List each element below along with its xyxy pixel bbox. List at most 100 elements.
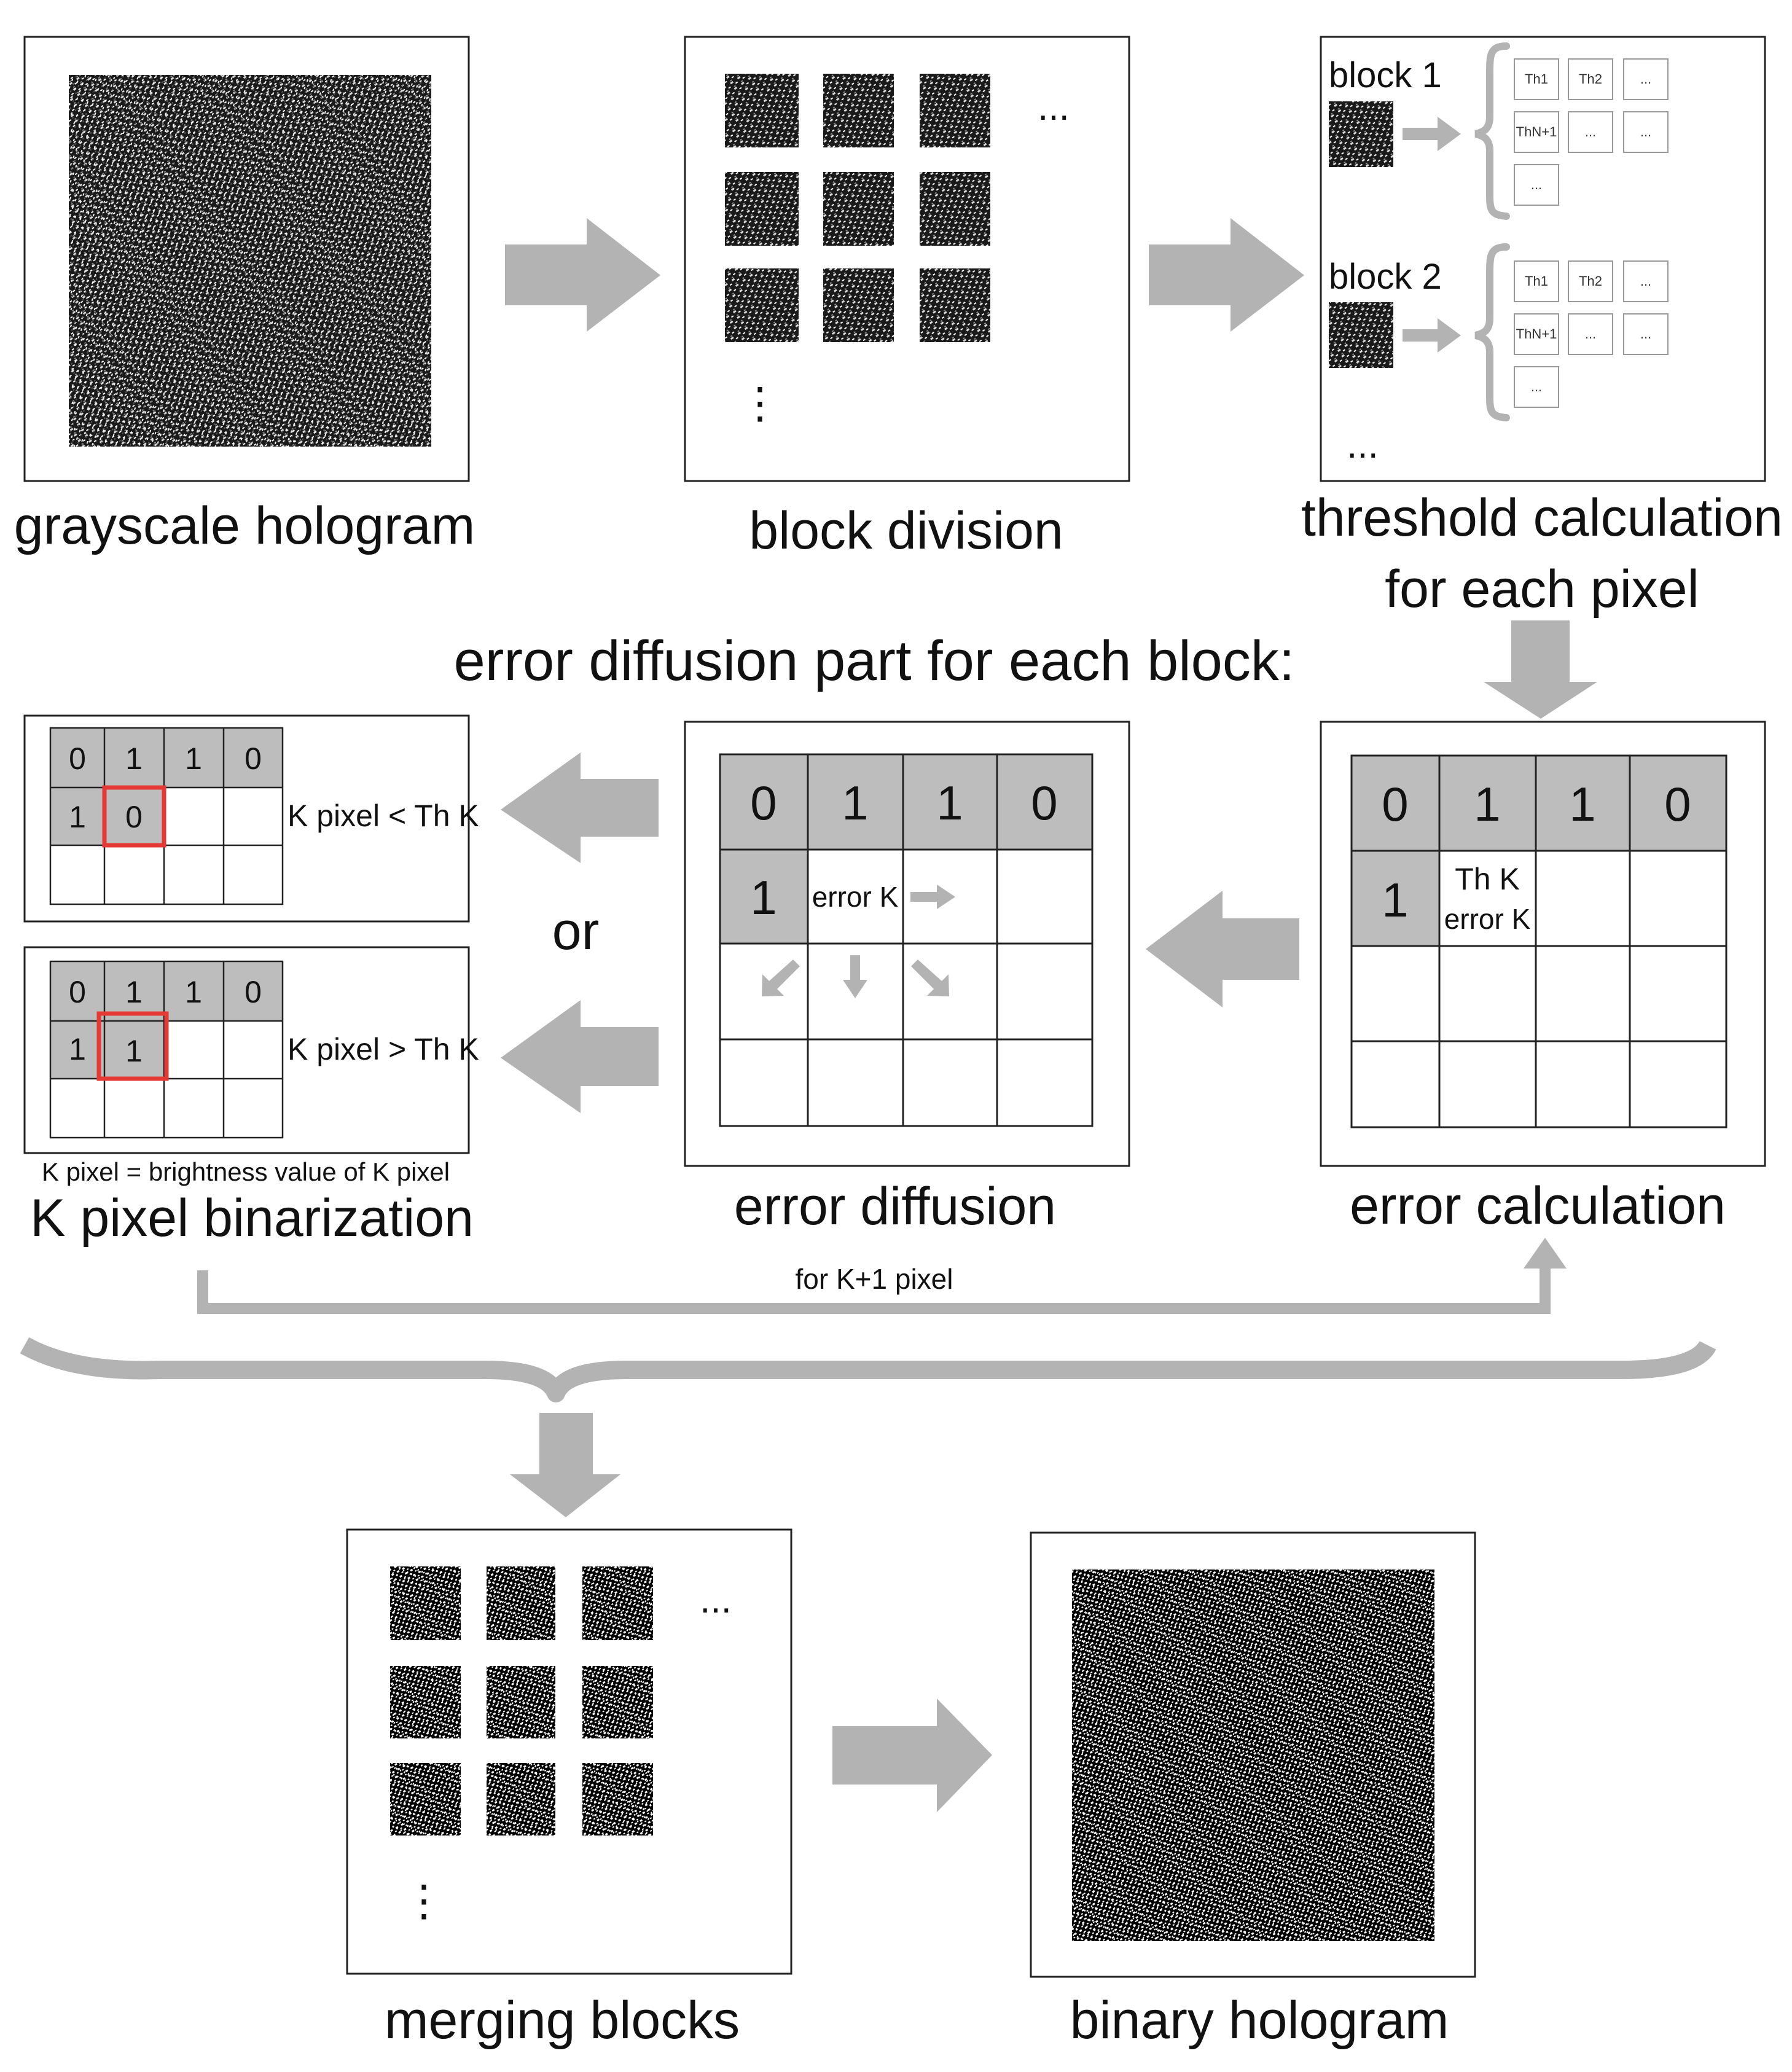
th-k-label: Th K: [1455, 862, 1520, 896]
caption-threshold-line1: threshold calculation: [1301, 488, 1783, 547]
ellipsis-vertical: ⋮: [738, 379, 781, 427]
th-box: Th2: [1579, 71, 1602, 87]
threshold-block-1: block 1 Th1 Th2 ... ThN+1 ... ... ...: [1329, 42, 1669, 220]
arrow-right-2: [1149, 218, 1304, 332]
cell-value: 1: [69, 800, 86, 834]
diffuse-arrow-down-right: [911, 960, 949, 996]
block-thumb: [920, 268, 990, 342]
block-thumb: [920, 74, 990, 147]
caption-block-division: block division: [749, 501, 1063, 560]
cell-value: 1: [1569, 777, 1595, 831]
threshold-block-2: block 2 Th1 Th2 ... ThN+1 ... ... ...: [1329, 243, 1669, 421]
cell-value: 1: [69, 1032, 86, 1066]
diffuse-arrow-down-left: [762, 960, 800, 996]
arrow-right-1: [505, 218, 660, 332]
highlight-box: [102, 785, 166, 848]
binary-block-thumb: [487, 1566, 555, 1640]
loop-back-connector: [197, 1238, 1567, 1314]
error-diffusion-panel: 0 1 1 0 1 error K: [684, 721, 1130, 1167]
binary-block-thumb: [390, 1763, 461, 1835]
caption-error-calculation: error calculation: [1350, 1176, 1726, 1235]
binarization-case-a: 0 1 1 0 1 0 K pixel < Th K: [23, 714, 479, 923]
caption-error-diffusion: error diffusion: [734, 1177, 1056, 1236]
th-box: ThN+1: [1516, 124, 1557, 139]
th-box: Th1: [1525, 71, 1548, 87]
arrow-left-2: [501, 753, 659, 863]
th-box: Th1: [1525, 273, 1548, 289]
ellipsis-vertical: ⋮: [402, 1877, 445, 1925]
cell-value: 0: [750, 776, 777, 830]
diffuse-arrow-right: [910, 885, 955, 909]
binary-block-thumb: [582, 1566, 653, 1640]
cell-value: 1: [750, 870, 777, 925]
block-thumb: [725, 172, 799, 246]
big-curly-brace: [20, 1337, 1716, 1402]
cell-value: 0: [1031, 776, 1057, 830]
block-thumb: [725, 268, 799, 342]
highlight-box: [96, 1011, 169, 1081]
th-box: ThN+1: [1516, 326, 1557, 342]
arrow-down-2: [510, 1413, 620, 1517]
block-2-label: block 2: [1329, 257, 1442, 297]
binary-block-thumbnails: [390, 1566, 653, 1835]
arrow-right-3: [832, 1699, 992, 1812]
curly-brace: [1474, 42, 1510, 220]
binary-block-thumb: [582, 1763, 653, 1835]
cell-value: 1: [1474, 777, 1500, 831]
condition-label: K pixel < Th K: [288, 799, 479, 833]
error-calc-grid: 0 1 1 0 1 Th K error K: [1350, 754, 1727, 1128]
ellipsis-threshold: ...: [1347, 424, 1379, 466]
cell-value: 0: [245, 975, 262, 1009]
grayscale-hologram-image: [69, 75, 431, 447]
curly-brace: [1474, 243, 1510, 421]
th-box: ...: [1640, 71, 1651, 87]
binary-block-thumb: [390, 1566, 461, 1640]
block-thumb: [725, 74, 799, 147]
binarization-case-b: 0 1 1 0 1 1 K pixel > Th K: [23, 946, 479, 1154]
th-box: ...: [1531, 379, 1542, 394]
error-diffusion-grid: 0 1 1 0 1 error K: [719, 753, 1094, 1127]
cell-value: 0: [1664, 777, 1691, 831]
arrow-left-1: [1146, 891, 1299, 1007]
ellipsis-horizontal: ...: [700, 1579, 732, 1621]
caption-threshold-line2: for each pixel: [1385, 560, 1699, 619]
grayscale-hologram-panel: [23, 36, 470, 482]
th-box: ...: [1531, 177, 1542, 192]
threshold-panel: block 1 Th1 Th2 ... ThN+1 ... ... ...: [1320, 36, 1766, 482]
diffuse-arrow-down: [843, 955, 867, 998]
cell-value: 0: [69, 975, 86, 1009]
merging-blocks-panel: ... ⋮: [346, 1528, 792, 1975]
block-thumb: [823, 172, 894, 246]
cell-value: 0: [1382, 777, 1408, 831]
cell-value: 0: [69, 741, 86, 776]
binary-block-thumb: [390, 1666, 461, 1738]
cell-value: 0: [245, 741, 262, 776]
arrow-right-small: [1403, 117, 1461, 151]
th-box: ...: [1640, 273, 1651, 289]
block-thumb: [823, 74, 894, 147]
caption-k-pixel-binarization: K pixel binarization: [30, 1189, 474, 1248]
cell-value: 1: [185, 741, 202, 776]
cell-value: 1: [842, 776, 868, 830]
block-thumbnails: [725, 74, 990, 342]
caption-merging-blocks: merging blocks: [385, 1991, 740, 2050]
ellipsis-horizontal: ...: [1038, 86, 1070, 128]
error-k-label: error K: [812, 881, 899, 913]
th-box: Th2: [1579, 273, 1602, 289]
binary-block-thumb: [582, 1666, 653, 1738]
th-box: ...: [1585, 326, 1596, 342]
loop-label: for K+1 pixel: [796, 1263, 953, 1295]
binary-hologram-panel: [1030, 1531, 1476, 1978]
cell-value: 1: [185, 975, 202, 1009]
error-k-label: error K: [1444, 903, 1531, 935]
binary-block-thumb: [487, 1666, 555, 1738]
caption-binary-hologram: binary hologram: [1070, 1991, 1449, 2050]
block-thumb: [823, 268, 894, 342]
binarized-value: 1: [125, 1034, 143, 1068]
th-box: ...: [1585, 124, 1596, 139]
condition-label: K pixel > Th K: [288, 1032, 479, 1066]
cell-value: 1: [1382, 873, 1408, 927]
arrow-down-1: [1484, 620, 1597, 719]
caption-grayscale-hologram: grayscale hologram: [14, 496, 475, 555]
